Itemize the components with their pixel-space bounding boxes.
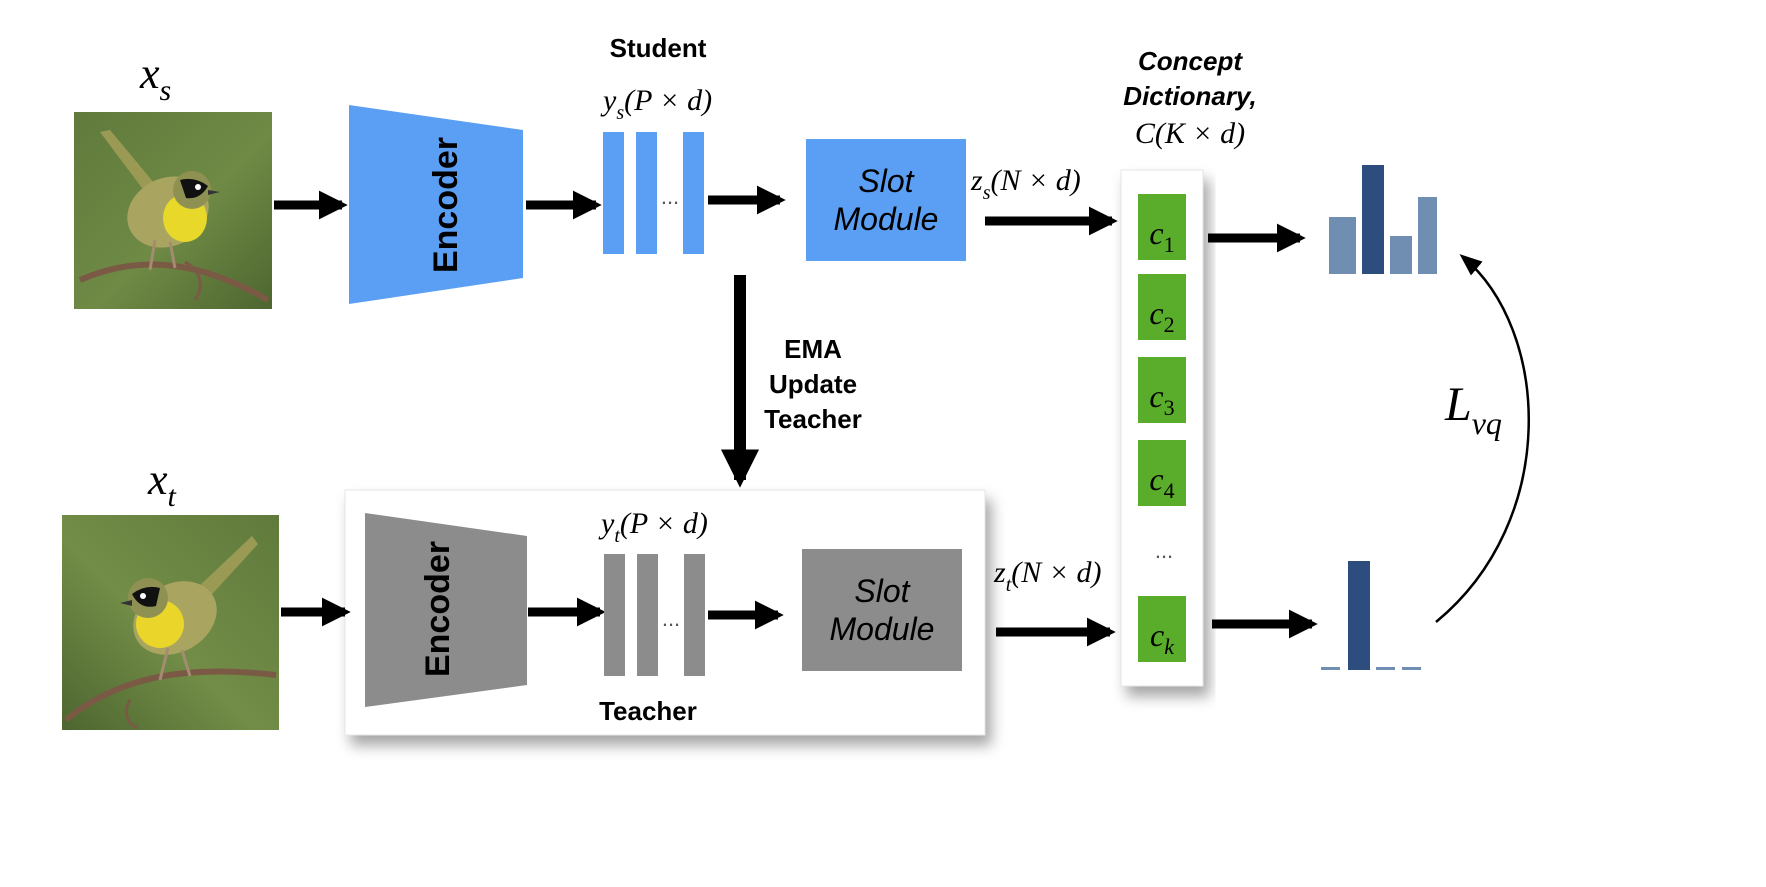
vq-loss-arc [1435, 254, 1530, 623]
student-slots-label: zs(N × d) [970, 164, 1081, 204]
student-encoder [349, 105, 523, 304]
teacher-slot-label-line1: Slot [854, 573, 910, 609]
dictionary-size-label: C(K × d) [1135, 117, 1245, 150]
student-slot-label-line2: Module [834, 201, 939, 237]
histogram-bar [1402, 667, 1421, 670]
dictionary-title-line2: Dictionary, [1123, 81, 1256, 111]
concept-entry [1138, 194, 1186, 260]
concept-entry-label: ck [1150, 617, 1175, 659]
ema-label-line1: EMA [784, 334, 842, 364]
teacher-feature-column [684, 554, 705, 676]
histogram-bar [1321, 667, 1340, 670]
histogram-bar [1418, 197, 1437, 274]
student-slot-module [806, 139, 966, 261]
student-feature-column [603, 132, 624, 254]
teacher-features-ellipsis: ... [662, 606, 680, 631]
concept-entry [1138, 357, 1186, 423]
teacher-encoder-label: Encoder [419, 541, 457, 677]
student-slot-label-line1: Slot [858, 163, 914, 199]
student-features-label: ys(P × d) [600, 84, 712, 124]
vq-loss-label: Lvq [1444, 378, 1502, 441]
teacher-slots-label: zt(N × d) [993, 556, 1101, 596]
teacher-image-label: xt [147, 455, 177, 513]
histogram-bar [1362, 165, 1384, 274]
student-heading: Student [610, 33, 707, 63]
teacher-features-label: yt(P × d) [598, 507, 708, 547]
teacher-feature-column [637, 554, 658, 676]
dictionary-title-line1: Concept [1138, 46, 1243, 76]
student-feature-column [683, 132, 704, 254]
histogram-bar [1348, 561, 1370, 670]
histogram-bar [1390, 236, 1412, 274]
concept-entry-label: c3 [1149, 378, 1174, 420]
student-image-label: xs [139, 49, 171, 107]
student-bird-image [74, 112, 272, 309]
concept-entry [1138, 440, 1186, 506]
concept-entry-label: c1 [1149, 215, 1174, 257]
teacher-feature-column [604, 554, 625, 676]
dictionary-ellipsis: ... [1155, 538, 1173, 563]
teacher-bird-image [62, 515, 279, 730]
student-features-ellipsis: ... [661, 184, 679, 209]
student-encoder-label: Encoder [427, 137, 465, 273]
teacher-encoder [365, 513, 527, 707]
ema-label-line2: Update [769, 369, 857, 399]
teacher-slot-label-line2: Module [830, 611, 935, 647]
concept-entry [1138, 596, 1186, 662]
teacher-slot-module [802, 549, 962, 671]
student-assignment-histogram [1329, 165, 1437, 274]
histogram-bar [1376, 667, 1395, 670]
concept-entry [1138, 274, 1186, 340]
histogram-bar [1329, 217, 1356, 274]
teacher-heading: Teacher [599, 696, 697, 726]
ema-label-line3: Teacher [764, 404, 862, 434]
concept-entry-label: c4 [1149, 461, 1174, 503]
teacher-assignment-histogram [1321, 561, 1421, 670]
student-feature-column [636, 132, 657, 254]
concept-entry-label: c2 [1149, 295, 1174, 337]
